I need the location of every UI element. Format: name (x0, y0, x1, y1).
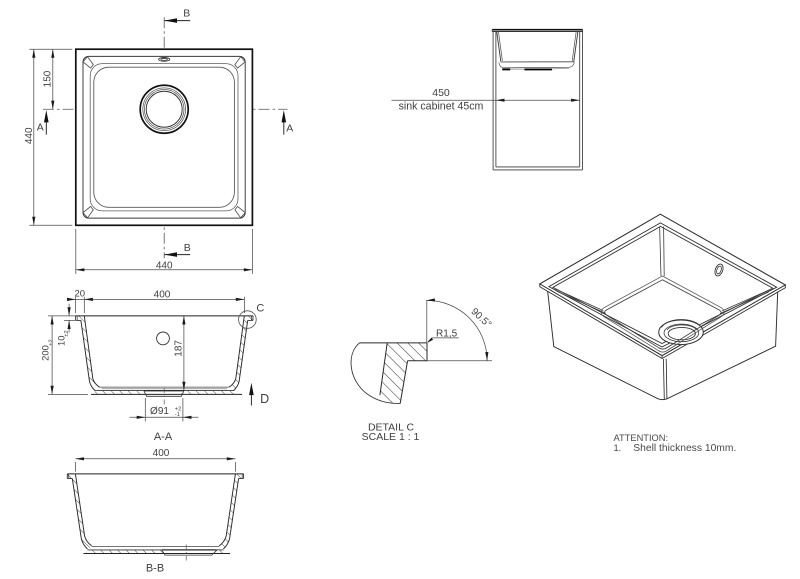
svg-text:-1: -1 (175, 412, 180, 418)
svg-text:440: 440 (24, 127, 35, 144)
svg-text:187: 187 (174, 340, 185, 357)
svg-text:SCALE 1 : 1: SCALE 1 : 1 (362, 431, 420, 443)
svg-text:ATTENTION:: ATTENTION: (614, 433, 669, 443)
svg-text:±2: ±2 (49, 339, 55, 345)
svg-text:±2: ±2 (64, 330, 70, 336)
svg-text:DETAIL C: DETAIL C (368, 422, 415, 434)
svg-text:1.: 1. (614, 443, 622, 453)
svg-text:B-B: B-B (146, 563, 164, 575)
svg-text:Shell thickness 10mm.: Shell thickness 10mm. (633, 443, 736, 454)
svg-text:sink cabinet 45cm: sink cabinet 45cm (399, 101, 484, 113)
svg-text:A: A (286, 122, 293, 134)
svg-text:R1,5: R1,5 (436, 329, 458, 340)
svg-text:A: A (37, 122, 44, 134)
svg-text:400: 400 (153, 448, 170, 459)
svg-text:20: 20 (75, 289, 86, 300)
svg-text:C: C (256, 302, 264, 314)
svg-text:150: 150 (42, 70, 53, 87)
svg-text:D: D (260, 392, 269, 406)
svg-text:Ø91: Ø91 (150, 406, 169, 417)
svg-text:450: 450 (432, 87, 450, 99)
svg-text:A-A: A-A (154, 431, 173, 443)
svg-text:200: 200 (39, 345, 50, 361)
svg-text:440: 440 (156, 261, 173, 272)
svg-text:10: 10 (55, 336, 66, 346)
svg-text:400: 400 (154, 289, 171, 300)
svg-text:+2: +2 (175, 406, 182, 412)
svg-text:B: B (183, 8, 190, 20)
svg-text:B: B (184, 242, 191, 254)
